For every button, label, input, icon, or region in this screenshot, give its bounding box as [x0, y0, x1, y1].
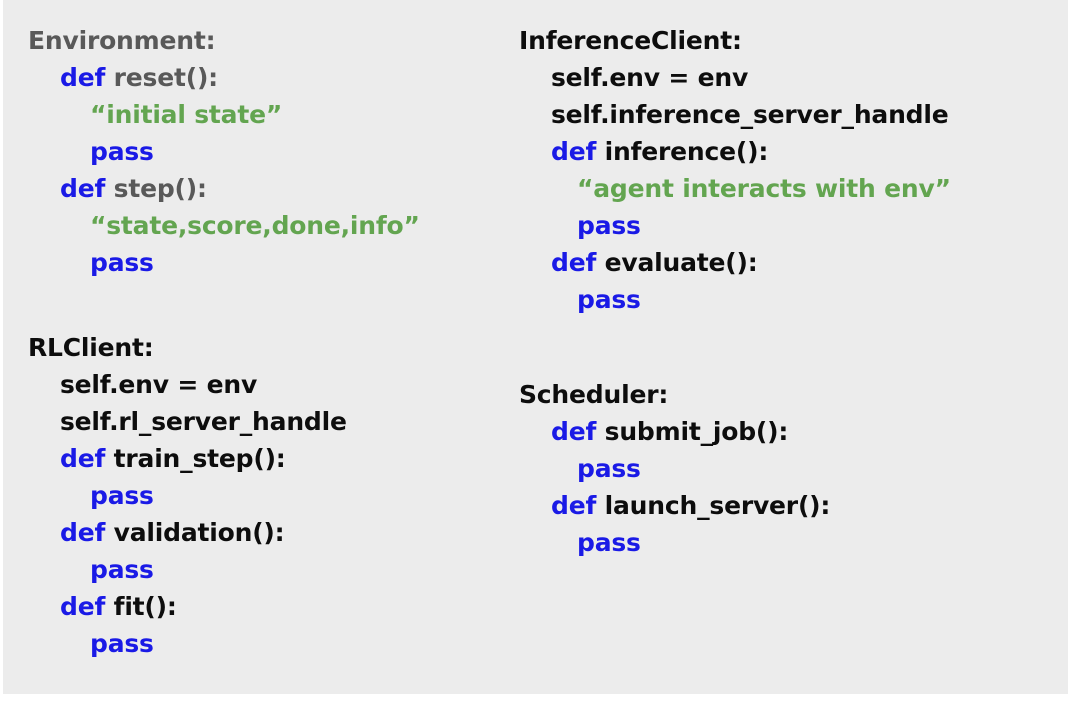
class-header: RLClient:	[28, 333, 154, 362]
keyword-def: def	[60, 444, 114, 473]
code-token: pass	[90, 137, 154, 166]
keyword-def: def	[551, 248, 605, 277]
keyword-def: def	[60, 518, 114, 547]
code-line: pass	[519, 207, 1064, 244]
code-token: pass	[577, 454, 641, 483]
code-token: launch_server():	[604, 491, 831, 520]
class-header: Environment:	[28, 26, 216, 55]
keyword-def: def	[60, 592, 114, 621]
code-line: def launch_server():	[519, 487, 1064, 524]
code-token: pass	[90, 481, 154, 510]
code-token: self.env = env	[551, 63, 749, 92]
code-line: def validation():	[28, 514, 518, 551]
right-code-column: InferenceClient: self.env = env self.infer…	[519, 0, 1064, 561]
code-token: train_step():	[113, 444, 286, 473]
code-line: pass	[28, 477, 518, 514]
code-line: def fit():	[28, 588, 518, 625]
code-token: self.rl_server_handle	[60, 407, 347, 436]
left-code-column: Environment: def reset(): “initial state” p…	[28, 0, 518, 662]
code-token: pass	[90, 248, 154, 277]
code-line: pass	[519, 524, 1064, 561]
code-line: def evaluate():	[519, 244, 1064, 281]
block-spacer	[519, 318, 1064, 352]
code-line: self.inference_server_handle	[519, 96, 1064, 133]
code-line: “initial state”	[28, 96, 518, 133]
environment-class: Environment: def reset(): “initial state” p…	[28, 22, 518, 281]
class-header: Scheduler:	[519, 380, 669, 409]
code-line: “agent interacts with env”	[519, 170, 1064, 207]
code-line: def step():	[28, 170, 518, 207]
code-token: inference():	[604, 137, 769, 166]
code-line: pass	[28, 133, 518, 170]
rlclient-class: RLClient: self.env = env self.rl_server_ha…	[28, 329, 518, 662]
keyword-def: def	[60, 174, 114, 203]
code-line: pass	[519, 450, 1064, 487]
code-token: step():	[113, 174, 207, 203]
inferenceclient-class: InferenceClient: self.env = env self.infer…	[519, 22, 1064, 318]
code-token: pass	[90, 629, 154, 658]
block-spacer	[28, 281, 518, 315]
code-token: submit_job():	[604, 417, 789, 446]
code-line: pass	[28, 244, 518, 281]
slide-canvas: Environment: def reset(): “initial state” p…	[3, 0, 1068, 694]
code-token: “agent interacts with env”	[577, 174, 951, 203]
code-line: pass	[28, 625, 518, 662]
code-line: def submit_job():	[519, 413, 1064, 450]
code-token: evaluate():	[604, 248, 758, 277]
code-token: self.env = env	[60, 370, 258, 399]
code-token: pass	[577, 285, 641, 314]
code-token: fit():	[113, 592, 177, 621]
class-header: InferenceClient:	[519, 26, 742, 55]
code-line: pass	[519, 281, 1064, 318]
code-token: pass	[577, 211, 641, 240]
code-line: def reset():	[28, 59, 518, 96]
code-token: self.inference_server_handle	[551, 100, 949, 129]
code-token: “initial state”	[90, 100, 283, 129]
keyword-def: def	[60, 63, 114, 92]
code-token: pass	[90, 555, 154, 584]
scheduler-class: Scheduler: def submit_job():pass def launc…	[519, 376, 1064, 561]
code-line: self.env = env	[28, 366, 518, 403]
code-line: self.rl_server_handle	[28, 403, 518, 440]
code-token: “state,score,done,info”	[90, 211, 420, 240]
code-line: def inference():	[519, 133, 1064, 170]
keyword-def: def	[551, 417, 605, 446]
code-line: def train_step():	[28, 440, 518, 477]
code-line: self.env = env	[519, 59, 1064, 96]
code-token: pass	[577, 528, 641, 557]
keyword-def: def	[551, 137, 605, 166]
code-token: reset():	[113, 63, 219, 92]
code-line: “state,score,done,info”	[28, 207, 518, 244]
code-line: pass	[28, 551, 518, 588]
keyword-def: def	[551, 491, 605, 520]
code-token: validation():	[113, 518, 285, 547]
